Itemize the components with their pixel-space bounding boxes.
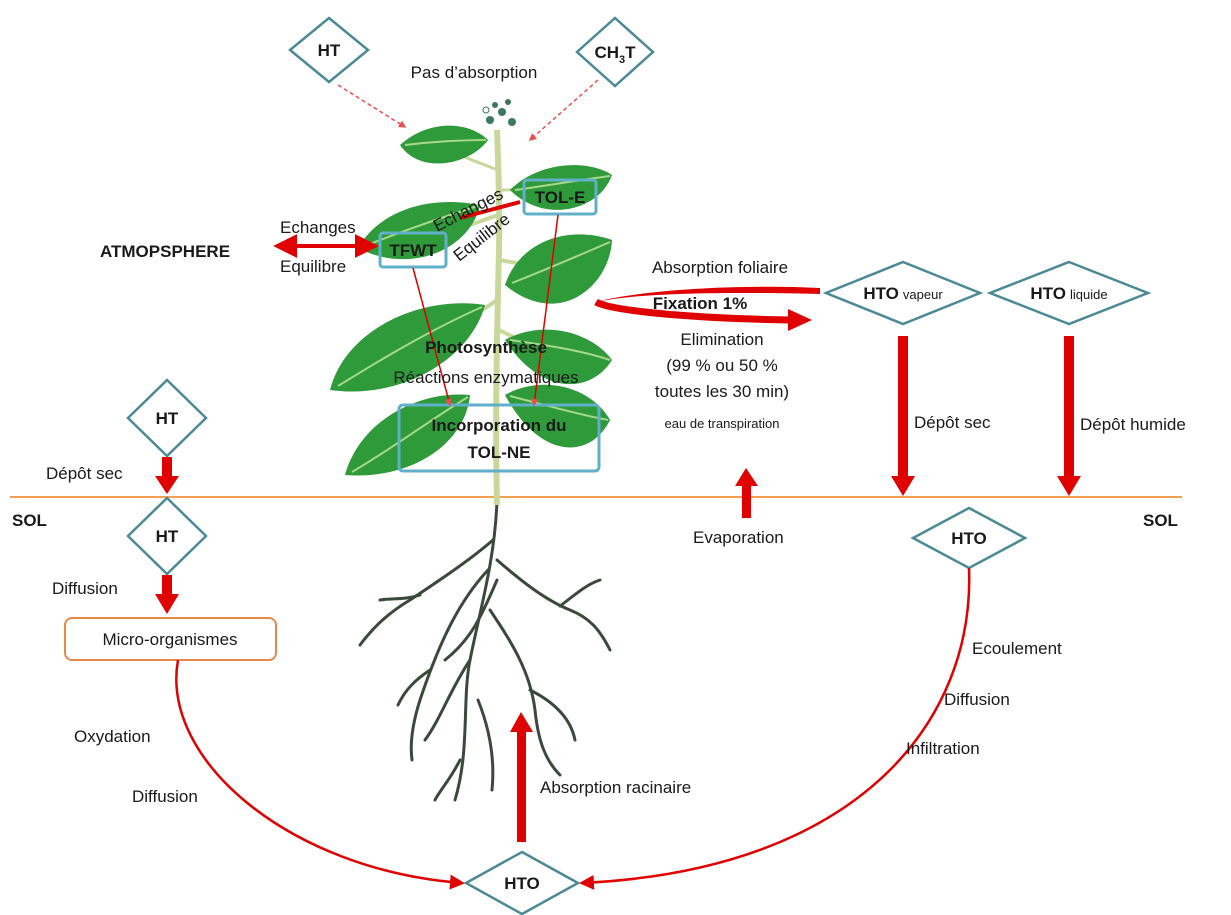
label-ecoulement: Ecoulement [972,639,1062,658]
arrow-ecoulement-curve [579,567,971,890]
label-fixation: Fixation 1% [653,294,747,313]
label-elimination-pct2: toutes les 30 min) [655,382,789,401]
box-tfwt-label: TFWT [389,241,437,260]
label-depot-sec-right: Dépôt sec [914,413,991,432]
node-ht-top: HT [288,16,370,84]
box-tol-e-label: TOL-E [535,188,586,207]
label-evaporation: Evaporation [693,528,784,547]
label-oxydation: Oxydation [74,727,151,746]
box-incorporation: Incorporation du TOL-NE [397,403,601,473]
box-micro-organismes: Micro-organismes [64,617,277,661]
box-incorporation-line1: Incorporation du [431,416,566,435]
label-atmosphere: ATMOPSPHERE [100,242,230,261]
label-equilibre: Equilibre [280,257,346,276]
node-ch3t-label: CH3T [594,43,636,66]
arrow-depot-sec-left-head [155,476,179,494]
node-hto-bottom-label: HTO [504,874,540,893]
arrow-absorption-foliaire [596,286,820,302]
arrow-diffusion-left-shaft [162,575,172,597]
label-elimination-pct1: (99 % ou 50 % [666,356,778,375]
arrow-evaporation-head [735,468,758,486]
arrow-tfwt-tol-e [459,200,521,220]
arrow-depot-humide-shaft [1064,336,1074,478]
label-depot-humide: Dépôt humide [1080,415,1186,434]
plant-roots [358,498,612,802]
arrow-tfwt-incorporation [412,267,453,407]
box-incorporation-line2: TOL-NE [468,443,531,462]
label-reactions-enzymatiques: Réactions enzymatiques [393,368,578,387]
arrow-evaporation-shaft [742,484,751,518]
label-photosynthese: Photosynthèse [425,338,547,357]
arrow-depot-sec-right-shaft [898,336,908,478]
label-infiltration: Infiltration [906,739,980,758]
label-diffusion-right: Diffusion [944,690,1010,709]
label-elimination: Elimination [680,330,763,349]
plant-flower [482,99,516,126]
arrow-elimination-head [788,309,812,331]
node-hto-bottom: HTO [463,850,581,915]
label-echanges: Echanges [280,218,356,237]
label-sol-right: SOL [1143,511,1178,530]
arrow-elimination [594,298,791,324]
box-tol-e: TOL-E [522,178,598,216]
label-pas-absorption: Pas d’absorption [411,63,538,82]
box-micro-label: Micro-organismes [102,630,237,649]
node-ht-soil: HT [126,496,208,576]
label-sol-left: SOL [12,511,47,530]
node-ch3t: CH3T [575,16,655,88]
label-diffusion-bottom: Diffusion [132,787,198,806]
arrow-depot-sec-right-head [891,476,915,496]
plant-stem [493,129,503,506]
node-ht-top-label: HT [318,41,341,60]
label-absorption-racinaire: Absorption racinaire [540,778,691,797]
arrow-tol-e-incorporation [531,214,559,407]
arrow-depot-sec-left-shaft [162,457,172,479]
arrow-ch3t-no-absorption [528,79,599,141]
arrow-ht-no-absorption [337,84,407,128]
arrow-depot-humide-head [1057,476,1081,496]
box-tfwt: TFWT [378,231,448,269]
label-eau-transpiration: eau de transpiration [665,416,780,431]
node-ht-left: HT [126,378,208,458]
label-diffusion-left: Diffusion [52,579,118,598]
label-depot-sec-left: Dépôt sec [46,464,123,483]
node-hto-soil-label: HTO [951,529,987,548]
node-ht-soil-label: HT [156,527,179,546]
arrow-absorption-racinaire-head [510,712,533,732]
node-ht-left-label: HT [156,409,179,428]
arrow-absorption-racinaire-shaft [517,730,526,842]
arrow-oxydation-curve [175,659,465,890]
label-absorption-foliaire: Absorption foliaire [652,258,788,277]
arrow-diffusion-left-head [155,594,179,614]
node-hto-soil: HTO [910,506,1028,570]
